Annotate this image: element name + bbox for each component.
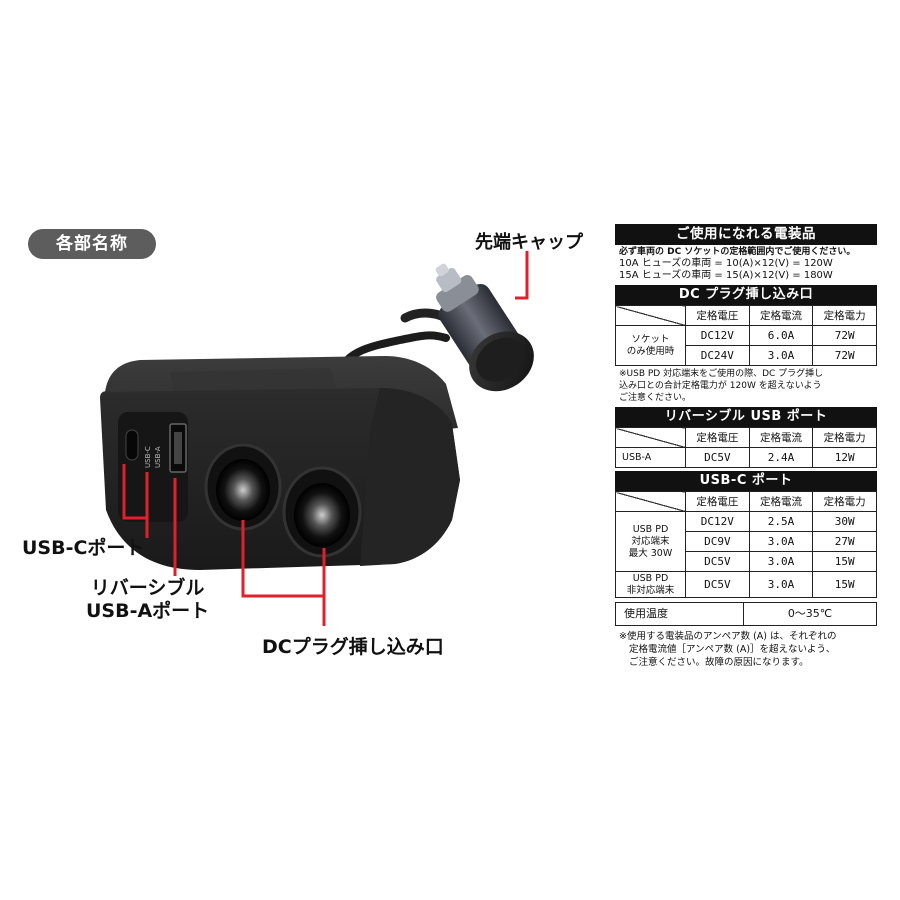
diag-cell [615,427,686,448]
dc-socket-2 [282,466,362,558]
cell-current: 2.4A [748,447,814,468]
footer-note: ※使用する電装品のアンペア数 (A) は、それぞれの 定格電流値［アンペア数 (… [615,626,877,669]
col-current: 定格電流 [748,491,814,512]
footer-note-line: ※使用する電装品のアンペア数 (A) は、それぞれの [619,631,837,642]
cell-voltage: DC5V [685,551,750,572]
col-voltage: 定格電圧 [685,305,750,326]
row-label-line: USB PD [632,523,669,535]
tip-cap-label: 先端キャップ [475,232,583,253]
cell-current: 3.0A [748,571,814,598]
table-row: 定格電圧 定格電流 定格電力 [615,305,877,326]
table-row: 定格電圧 定格電流 定格電力 [615,427,877,448]
dc-socket-label: DCプラグ挿し込み口 [262,636,444,658]
row-label: ソケット のみ使用時 [615,325,686,366]
col-voltage: 定格電圧 [685,427,750,448]
usba-table: 定格電圧 定格電流 定格電力 USB-A DC5V 2.4A 12W [615,427,877,468]
footer-note-line: ご注意ください。故障の原因になります。 [629,657,809,668]
table-row: USB-A DC5V 2.4A 12W [615,447,877,468]
spec-intro: 必ず車両の DC ソケットの定格範囲内でご使用ください。 10A ヒューズの車両… [615,245,877,285]
row-label: USB PD 非対応端末 [615,571,686,598]
table-row: DC24V 3.0A 72W [616,345,877,366]
usbc-table: 定格電圧 定格電流 定格電力 USB PD 対応端末 最大 30W DC12V … [615,491,877,598]
usbc-port-label: USB-Cポート [22,537,145,559]
row-label-line: 非対応端末 [626,584,675,596]
temp-label: 使用温度 [616,603,744,625]
tip-cap-leader [515,251,529,300]
row-label-line: 最大 30W [628,547,673,559]
cell-current: 6.0A [748,325,814,346]
cell-power: 12W [812,447,877,468]
table-row: ソケット のみ使用時 DC12V 6.0A 72W [615,325,877,366]
table-row: USB PD 非対応端末 DC5V 3.0A 15W [615,571,877,598]
row-label: USB PD 対応端末 最大 30W [615,511,686,572]
diag-cell [615,305,686,326]
cell-voltage: DC12V [685,325,750,346]
cell-power: 30W [812,511,877,532]
cell-voltage: DC24V [685,345,750,366]
table-row: DC5V 3.0A 15W [616,551,877,572]
usbc-leader [122,464,149,538]
table-row: 定格電圧 定格電流 定格電力 [615,491,877,512]
temp-row: 使用温度 0～35℃ [615,602,877,626]
spec-title: ご使用になれる電装品 [615,224,877,245]
row-label-line: のみ使用時 [626,345,675,357]
col-power: 定格電力 [812,427,877,448]
row-label-line: 対応端末 [631,535,670,547]
cell-power: 27W [812,531,877,552]
cell-voltage: DC9V [685,531,750,552]
section-badge: 各部名称 [28,229,156,259]
cell-power: 15W [812,571,877,598]
usba-section-title: リバーシブル USB ポート [615,407,877,427]
col-power: 定格電力 [812,305,877,326]
plug-head [435,263,534,392]
dc-section-title: DC プラグ挿し込み口 [615,285,877,305]
usba-port-label-line2: USB-Aポート [86,599,210,622]
cell-current: 3.0A [748,551,814,572]
dc-note-line: ※USB PD 対応端末をご使用の際、DC プラグ挿し [619,369,824,379]
spec-sheet: ご使用になれる電装品 必ず車両の DC ソケットの定格範囲内でご使用ください。 … [615,224,877,669]
usba-port-label: リバーシブル USB-Aポート [86,577,209,623]
cell-power: 72W [812,325,877,346]
col-voltage: 定格電圧 [685,491,750,512]
row-label: USB-A [615,447,686,468]
cell-voltage: DC12V [685,511,750,532]
dc-table: 定格電圧 定格電流 定格電力 ソケット のみ使用時 DC12V 6.0A 72W… [615,305,877,366]
col-current: 定格電流 [748,305,814,326]
fuse-15a: 15A ヒューズの車両 = 15(A)×12(V) = 180W [619,270,833,281]
dc-leader [241,520,326,626]
col-current: 定格電流 [748,427,814,448]
device-text-usbc: USB-C [144,446,152,468]
dc-socket-1 [204,443,282,531]
cell-power: 72W [812,345,877,366]
diag-cell [615,491,686,512]
usbc-section-title: USB-C ポート [615,471,877,491]
cell-voltage: DC5V [685,571,750,598]
col-power: 定格電力 [812,491,877,512]
cell-power: 15W [812,551,877,572]
row-label-line: USB PD [632,572,669,584]
fuse-10a: 10A ヒューズの車両 = 10(A)×12(V) = 120W [619,258,833,269]
dc-note: ※USB PD 対応端末をご使用の際、DC プラグ挿し 込み口との合計定格電力が… [615,366,877,407]
device-text-usba: USB-A [154,446,162,468]
table-row: USB PD 対応端末 最大 30W DC12V 2.5A 30W [615,511,877,572]
table-row: DC9V 3.0A 27W [616,531,877,552]
row-label-line: ソケット [631,333,670,345]
dc-note-line: ご注意ください。 [619,393,692,403]
cell-current: 3.0A [748,345,814,366]
product-illustration: USB-C USB-A [100,251,534,626]
usbc-port-slot [125,429,139,461]
cell-voltage: DC5V [685,447,750,468]
cell-current: 2.5A [748,511,814,532]
dc-note-line: 込み口との合計定格電力が 120W を超えないよう [619,381,822,391]
temp-value: 0～35℃ [787,607,833,620]
footer-note-line: 定格電流値［アンペア数 (A)］を超えないよう、 [629,644,836,655]
cell-current: 3.0A [748,531,814,552]
spec-intro-text: 必ず車両の DC ソケットの定格範囲内でご使用ください。 [619,247,856,257]
usba-port-label-line1: リバーシブル [90,577,205,599]
